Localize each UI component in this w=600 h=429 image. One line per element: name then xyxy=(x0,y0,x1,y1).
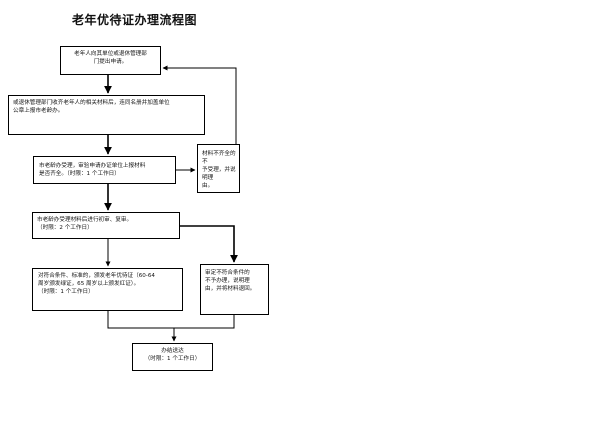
step-done-text: 办结送达 （时限：1 个工作日） xyxy=(144,348,201,362)
step-verify-text: 市老龄办受理材料后进行初审、复审。 （时限：2 个工作日） xyxy=(37,217,133,231)
page-title: 老年优待证办理流程图 xyxy=(72,13,198,27)
arrow-verify-to-ineligible xyxy=(180,225,238,263)
step-ineligible-text: 审定不符合条件的 不予办理，说明理 由，并将材料退回。 xyxy=(205,270,256,292)
step-incomplete-text: 材料不齐全的不 予受理，并说明理 由。 xyxy=(202,151,236,189)
step-review-materials-text: 市老龄办受理，审验申请办证单位上报材料 是否齐全。（时限：1 个工作日） xyxy=(39,163,146,177)
arrow-incomplete-to-apply xyxy=(162,65,237,144)
step-ineligible: 审定不符合条件的 不予办理，说明理 由，并将材料退回。 xyxy=(200,264,269,315)
step-eligible: 对符合条件、标准的，颁发老年优待证（60-64 周岁颁发绿证，65 周岁以上颁发… xyxy=(32,268,183,311)
step-apply-text: 老年人向其单位或退休管理部 门提出申请。 xyxy=(74,51,147,65)
step-submit-text: 或退休管理部门收齐老年人的相关材料后，连同名册并加盖单位 公章上报市老龄办。 xyxy=(13,100,170,114)
step-apply: 老年人向其单位或退休管理部 门提出申请。 xyxy=(60,46,161,75)
step-eligible-text: 对符合条件、标准的，颁发老年优待证（60-64 周岁颁发绿证，65 周岁以上颁发… xyxy=(38,273,155,295)
step-review-materials: 市老龄办受理，审验申请办证单位上报材料 是否齐全。（时限：1 个工作日） xyxy=(33,156,176,184)
step-incomplete: 材料不齐全的不 予受理，并说明理 由。 xyxy=(197,144,240,193)
step-done: 办结送达 （时限：1 个工作日） xyxy=(132,343,213,371)
step-submit: 或退休管理部门收齐老年人的相关材料后，连同名册并加盖单位 公章上报市老龄办。 xyxy=(8,95,205,135)
line-eligible-to-merge xyxy=(107,311,174,329)
step-verify: 市老龄办受理材料后进行初审、复审。 （时限：2 个工作日） xyxy=(32,212,180,239)
line-ineligible-to-merge xyxy=(174,315,235,329)
